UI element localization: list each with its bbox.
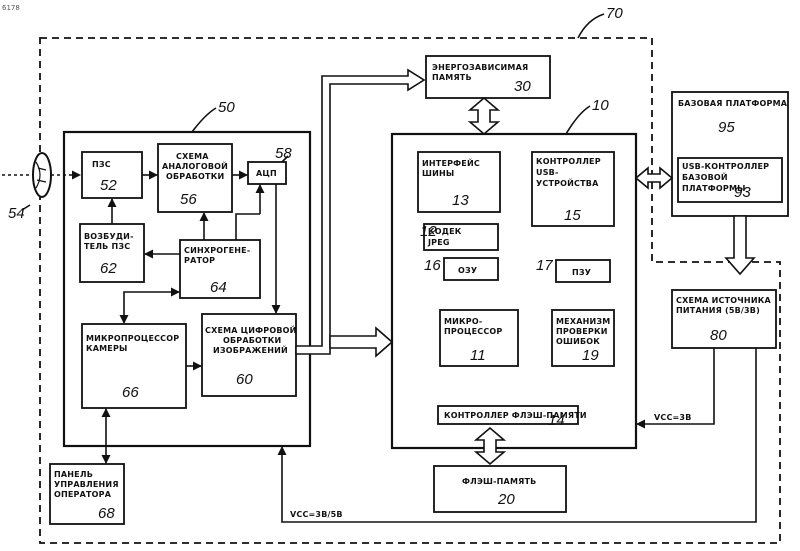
svg-text:USB-: USB-: [536, 168, 558, 177]
svg-text:ОПЕРАТОРА: ОПЕРАТОРА: [54, 490, 112, 499]
analog-processing-block: СХЕМА АНАЛОГОВОЙ ОБРАБОТКИ 56: [158, 144, 232, 212]
operator-panel-block: ПАНЕЛЬ УПРАВЛЕНИЯ ОПЕРАТОРА 68: [50, 464, 124, 524]
svg-text:КОНТРОЛЛЕР: КОНТРОЛЛЕР: [536, 157, 601, 166]
svg-text:ПИТАНИЯ (5В/3В): ПИТАНИЯ (5В/3В): [676, 306, 760, 315]
svg-text:20: 20: [497, 491, 515, 508]
svg-text:ЭНЕРГОЗАВИСИМАЯ: ЭНЕРГОЗАВИСИМАЯ: [432, 63, 528, 72]
svg-text:БАЗОВОЙ: БАЗОВОЙ: [682, 171, 728, 182]
svg-text:52: 52: [100, 177, 117, 194]
base-usb-controller-block: USB-КОНТРОЛЛЕР БАЗОВОЙ ПЛАТФОРМЫ 93: [678, 158, 782, 202]
svg-text:11: 11: [470, 347, 486, 364]
svg-text:АЦП: АЦП: [256, 169, 277, 178]
camera-module-leader: [192, 108, 216, 132]
microprocessor-block: МИКРО- ПРОЦЕССОР 11: [440, 310, 518, 366]
svg-text:СХЕМА: СХЕМА: [176, 152, 209, 161]
image-processing-block: СХЕМА ЦИФРОВОЙ ОБРАБОТКИ ИЗОБРАЖЕНИЙ 60: [202, 314, 297, 396]
vcc3-label: VCC=3В: [654, 413, 692, 422]
svg-text:14: 14: [548, 412, 565, 429]
flash-memory-block: ФЛЭШ-ПАМЯТЬ 20: [434, 466, 566, 512]
usb-device-controller-block: КОНТРОЛЛЕР USB- УСТРОЙСТВА 15: [532, 152, 614, 226]
svg-text:ФЛЭШ-ПАМЯТЬ: ФЛЭШ-ПАМЯТЬ: [462, 477, 536, 486]
adc-ref: 58: [275, 145, 292, 162]
svg-text:МЕХАНИЗМ: МЕХАНИЗМ: [556, 317, 610, 326]
svg-text:19: 19: [582, 347, 599, 364]
ccd-block: ПЗС 52: [82, 152, 142, 198]
bus-interface-block: ИНТЕРФЕЙС ШИНЫ 13: [418, 152, 500, 212]
controller-leader: [566, 106, 590, 134]
svg-text:АНАЛОГОВОЙ: АНАЛОГОВОЙ: [162, 160, 228, 171]
svg-text:80: 80: [710, 327, 727, 344]
svg-text:БАЗОВАЯ ПЛАТФОРМА: БАЗОВАЯ ПЛАТФОРМА: [678, 99, 788, 108]
svg-text:64: 64: [210, 279, 227, 296]
svg-text:УПРАВЛЕНИЯ: УПРАВЛЕНИЯ: [54, 480, 119, 489]
rom-block: ПЗУ: [556, 260, 610, 282]
svg-text:62: 62: [100, 260, 117, 277]
jpeg-ref: 12: [420, 223, 437, 240]
vcc35-label: VCC=3В/5В: [290, 510, 343, 519]
rom-ref: 17: [536, 257, 553, 274]
svg-text:ИЗОБРАЖЕНИЙ: ИЗОБРАЖЕНИЙ: [213, 344, 288, 355]
svg-text:56: 56: [180, 191, 197, 208]
camera-module-ref: 50: [218, 99, 235, 116]
ram-block: ОЗУ: [444, 258, 498, 280]
svg-text:МИКРО-: МИКРО-: [444, 317, 482, 326]
svg-text:ПАНЕЛЬ: ПАНЕЛЬ: [54, 470, 93, 479]
ccd-driver-block: ВОЗБУДИ- ТЕЛЬ ПЗС 62: [80, 224, 144, 282]
lens-ref: 54: [8, 205, 25, 222]
svg-text:РАТОР: РАТОР: [184, 256, 215, 265]
ram-ref: 16: [424, 257, 441, 274]
svg-text:ПРОЦЕССОР: ПРОЦЕССОР: [444, 327, 502, 336]
svg-text:ОШИБОК: ОШИБОК: [556, 337, 600, 346]
svg-text:66: 66: [122, 384, 139, 401]
svg-text:15: 15: [564, 207, 581, 224]
corner-label: 6178: [2, 4, 20, 12]
svg-text:USB-КОНТРОЛЛЕР: USB-КОНТРОЛЛЕР: [682, 162, 769, 171]
svg-text:ПРОВЕРКИ: ПРОВЕРКИ: [556, 327, 608, 336]
sync-generator-block: СИНХРОГЕНЕ- РАТОР 64: [180, 240, 260, 298]
camera-cpu-block: МИКРОПРОЦЕССОР КАМЕРЫ 66: [82, 324, 186, 408]
system-ref: 70: [606, 5, 623, 22]
dsp-to-controller-bus: [330, 328, 392, 356]
system-leader: [578, 14, 604, 38]
base-to-psu-bus: [726, 216, 754, 274]
svg-text:60: 60: [236, 371, 253, 388]
adc-block: АЦП: [248, 162, 286, 184]
svg-text:ПЗС: ПЗС: [92, 160, 111, 169]
svg-text:ШИНЫ: ШИНЫ: [422, 169, 454, 178]
error-check-block: МЕХАНИЗМ ПРОВЕРКИ ОШИБОК 19: [552, 310, 614, 366]
svg-text:ТЕЛЬ ПЗС: ТЕЛЬ ПЗС: [84, 242, 130, 251]
svg-text:93: 93: [734, 184, 751, 201]
svg-text:МИКРОПРОЦЕССОР: МИКРОПРОЦЕССОР: [86, 334, 179, 343]
svg-text:ИНТЕРФЕЙС: ИНТЕРФЕЙС: [422, 157, 480, 168]
svg-text:СХЕМА ИСТОЧНИКА: СХЕМА ИСТОЧНИКА: [676, 296, 771, 305]
svg-text:КОНТРОЛЛЕР ФЛЭШ-ПАМЯТИ: КОНТРОЛЛЕР ФЛЭШ-ПАМЯТИ: [444, 411, 587, 420]
svg-text:ОБРАБОТКИ: ОБРАБОТКИ: [223, 336, 281, 345]
svg-text:ПЗУ: ПЗУ: [572, 268, 591, 277]
svg-text:ВОЗБУДИ-: ВОЗБУДИ-: [84, 232, 134, 241]
power-supply-block: СХЕМА ИСТОЧНИКА ПИТАНИЯ (5В/3В) 80: [672, 290, 776, 348]
svg-text:13: 13: [452, 192, 469, 209]
nonvolatile-memory-block: ЭНЕРГОЗАВИСИМАЯ ПАМЯТЬ 30: [426, 56, 550, 98]
usb-link-bus: [636, 168, 672, 188]
svg-text:ОБРАБОТКИ: ОБРАБОТКИ: [166, 172, 224, 181]
svg-text:68: 68: [98, 505, 115, 522]
lens-icon: [33, 153, 51, 197]
svg-text:УСТРОЙСТВА: УСТРОЙСТВА: [536, 177, 599, 188]
svg-text:ОЗУ: ОЗУ: [458, 266, 477, 275]
nvm-controller-bus: [470, 98, 498, 134]
svg-text:95: 95: [718, 119, 735, 136]
svg-text:СХЕМА ЦИФРОВОЙ: СХЕМА ЦИФРОВОЙ: [205, 324, 297, 335]
svg-text:СИНХРОГЕНЕ-: СИНХРОГЕНЕ-: [184, 246, 250, 255]
controller-ref: 10: [592, 97, 609, 114]
svg-text:ПАМЯТЬ: ПАМЯТЬ: [432, 73, 472, 82]
svg-text:КАМЕРЫ: КАМЕРЫ: [86, 344, 128, 353]
svg-text:30: 30: [514, 78, 531, 95]
